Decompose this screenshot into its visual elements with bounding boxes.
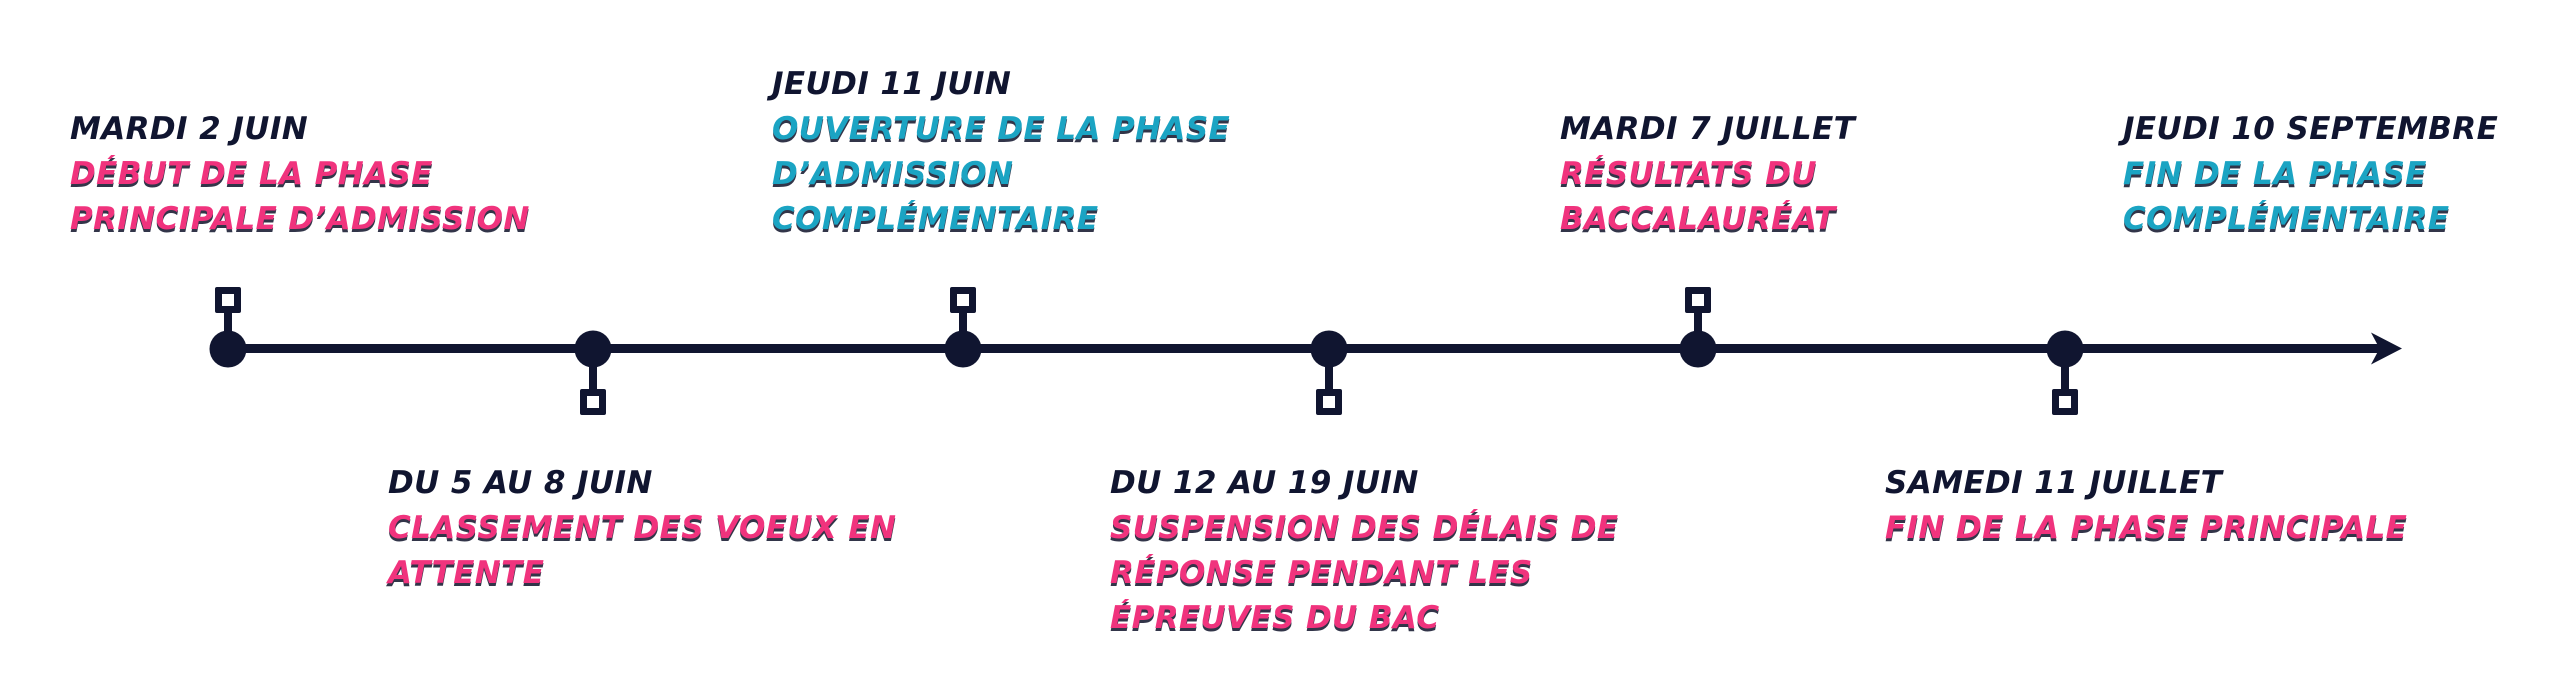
square-connector-icon: [950, 287, 976, 313]
event-fin-phase-complementaire: JEUDI 10 SEPTEMBRE FIN DE LA PHASE COMPL…: [2123, 107, 2498, 242]
event-suspension-delais-reponse: DU 12 AU 19 JUIN SUSPENSION DES DÉLAIS D…: [1110, 461, 1618, 641]
event-title-line: OUVERTURE DE LA PHASE: [772, 111, 1231, 147]
square-connector-icon: [580, 389, 606, 415]
timeline-dot-icon: [574, 330, 612, 368]
event-title-line: COMPLÉMENTAIRE: [772, 201, 1099, 237]
event-classement-voeux-attente: DU 5 AU 8 JUIN CLASSEMENT DES VOEUX EN A…: [388, 461, 896, 596]
square-connector-icon: [1316, 389, 1342, 415]
event-title-line: SUSPENSION DES DÉLAIS DE: [1110, 510, 1619, 546]
connector-stem: [2061, 349, 2069, 391]
square-connector-icon: [2052, 389, 2078, 415]
timeline-dot-icon: [944, 330, 982, 368]
event-title-line: RÉSULTATS DU: [1560, 156, 1817, 192]
event-title-line: BACCALAURÉAT: [1560, 201, 1836, 237]
event-title-line: PRINCIPALE D’ADMISSION: [70, 201, 530, 237]
connector-stem: [959, 310, 967, 350]
connector-stem: [1694, 310, 1702, 350]
connector-stem: [589, 349, 597, 391]
square-connector-icon: [215, 287, 241, 313]
event-title-line: FIN DE LA PHASE: [2123, 156, 2427, 192]
event-date: JEUDI 10 SEPTEMBRE: [2123, 111, 2499, 147]
event-date: DU 12 AU 19 JUIN: [1110, 465, 1419, 501]
event-title-line: ÉPREUVES DU BAC: [1110, 600, 1440, 636]
timeline-dot-icon: [209, 330, 247, 368]
arrowhead-icon: [2371, 332, 2402, 365]
event-resultats-baccalaureat: MARDI 7 JUILLET RÉSULTATS DU BACCALAURÉA…: [1560, 107, 1855, 242]
timeline-dot-icon: [1679, 330, 1717, 368]
connector-stem: [1325, 349, 1333, 391]
event-title-line: CLASSEMENT DES VOEUX EN: [388, 510, 897, 546]
timeline-dot-icon: [1310, 330, 1348, 368]
connector-stem: [224, 310, 232, 350]
event-date: JEUDI 11 JUIN: [772, 66, 1012, 102]
event-date: MARDI 7 JUILLET: [1560, 111, 1856, 147]
event-fin-phase-principale: SAMEDI 11 JUILLET FIN DE LA PHASE PRINCI…: [1885, 461, 2407, 551]
event-title-line: ATTENTE: [388, 555, 545, 591]
event-date: SAMEDI 11 JUILLET: [1885, 465, 2223, 501]
event-debut-phase-principale: MARDI 2 JUIN DÉBUT DE LA PHASE PRINCIPAL…: [70, 107, 530, 242]
timeline-dot-icon: [2046, 330, 2084, 368]
event-ouverture-phase-complementaire: JEUDI 11 JUIN OUVERTURE DE LA PHASE D’AD…: [772, 62, 1230, 242]
event-date: MARDI 2 JUIN: [70, 111, 309, 147]
event-title-line: D’ADMISSION: [772, 156, 1014, 192]
event-title-line: DÉBUT DE LA PHASE: [70, 156, 433, 192]
event-date: DU 5 AU 8 JUIN: [388, 465, 653, 501]
event-title-line: FIN DE LA PHASE PRINCIPALE: [1885, 510, 2408, 546]
square-connector-icon: [1685, 287, 1711, 313]
event-title-line: COMPLÉMENTAIRE: [2123, 201, 2450, 237]
event-title-line: RÉPONSE PENDANT LES: [1110, 555, 1533, 591]
